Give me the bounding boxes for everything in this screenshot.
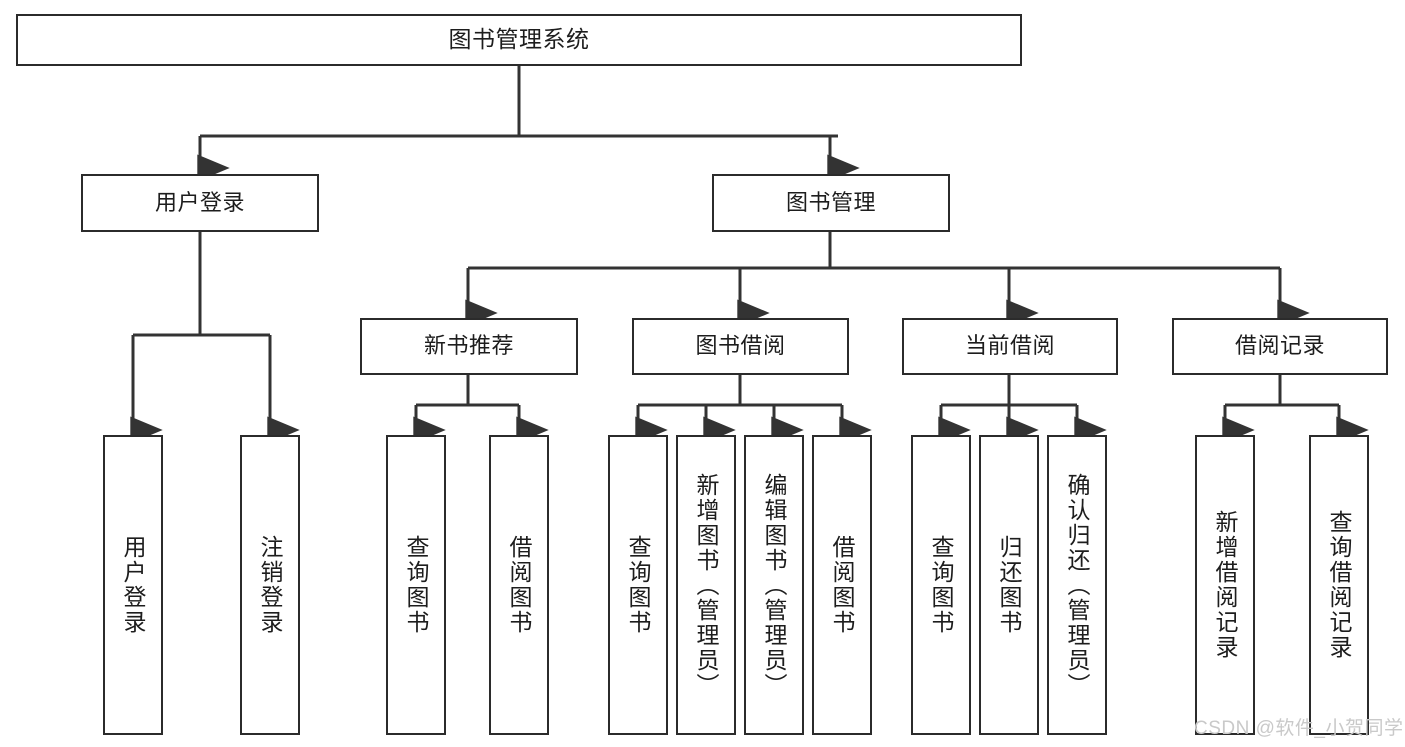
node-leaf-user-login[interactable]: 用户登录 (103, 435, 163, 735)
node-leaf-confirm-return-admin[interactable]: 确认归还（管理员） (1047, 435, 1107, 735)
node-label: 新增借阅记录 (1212, 510, 1239, 660)
node-label: 借阅图书 (506, 535, 533, 635)
node-label: 查询借阅记录 (1326, 510, 1353, 660)
csdn-watermark: CSDN @软件_小贺同学 (1194, 718, 1404, 739)
node-label: 查询图书 (403, 535, 430, 635)
node-label: 借阅记录 (1234, 333, 1325, 359)
node-label: 图书管理 (785, 189, 876, 215)
node-new-book-recommendation[interactable]: 新书推荐 (360, 318, 578, 375)
node-label: 查询图书 (928, 535, 955, 635)
node-label: 图书管理系统 (448, 26, 590, 53)
node-label: 用户登录 (154, 189, 245, 215)
node-label: 图书借阅 (695, 333, 786, 359)
node-leaf-query-borrow-record[interactable]: 查询借阅记录 (1309, 435, 1369, 735)
node-label: 查询图书 (625, 535, 652, 635)
node-leaf-add-book-admin[interactable]: 新增图书（管理员） (676, 435, 736, 735)
node-leaf-query-book-recommend[interactable]: 查询图书 (386, 435, 446, 735)
node-label: 编辑图书（管理员） (761, 472, 788, 698)
node-leaf-query-book-borrow[interactable]: 查询图书 (608, 435, 668, 735)
node-leaf-edit-book-admin[interactable]: 编辑图书（管理员） (744, 435, 804, 735)
node-current-borrow[interactable]: 当前借阅 (902, 318, 1118, 375)
node-leaf-query-book-current[interactable]: 查询图书 (911, 435, 971, 735)
node-label: 用户登录 (120, 535, 147, 635)
node-label: 借阅图书 (829, 535, 856, 635)
node-label: 新增图书（管理员） (693, 472, 720, 698)
node-label: 归还图书 (996, 535, 1023, 635)
node-leaf-add-borrow-record[interactable]: 新增借阅记录 (1195, 435, 1255, 735)
node-root-book-management-system[interactable]: 图书管理系统 (16, 14, 1022, 66)
node-leaf-return-book[interactable]: 归还图书 (979, 435, 1039, 735)
node-leaf-borrow-book[interactable]: 借阅图书 (812, 435, 872, 735)
node-label: 当前借阅 (964, 333, 1055, 359)
node-label: 注销登录 (257, 535, 284, 635)
node-leaf-borrow-book-recommend[interactable]: 借阅图书 (489, 435, 549, 735)
node-borrow-record[interactable]: 借阅记录 (1172, 318, 1388, 375)
node-leaf-logout[interactable]: 注销登录 (240, 435, 300, 735)
node-label: 新书推荐 (423, 333, 514, 359)
node-label: 确认归还（管理员） (1064, 472, 1091, 698)
node-user-login[interactable]: 用户登录 (81, 174, 319, 232)
node-book-management[interactable]: 图书管理 (712, 174, 950, 232)
node-book-borrow[interactable]: 图书借阅 (632, 318, 849, 375)
